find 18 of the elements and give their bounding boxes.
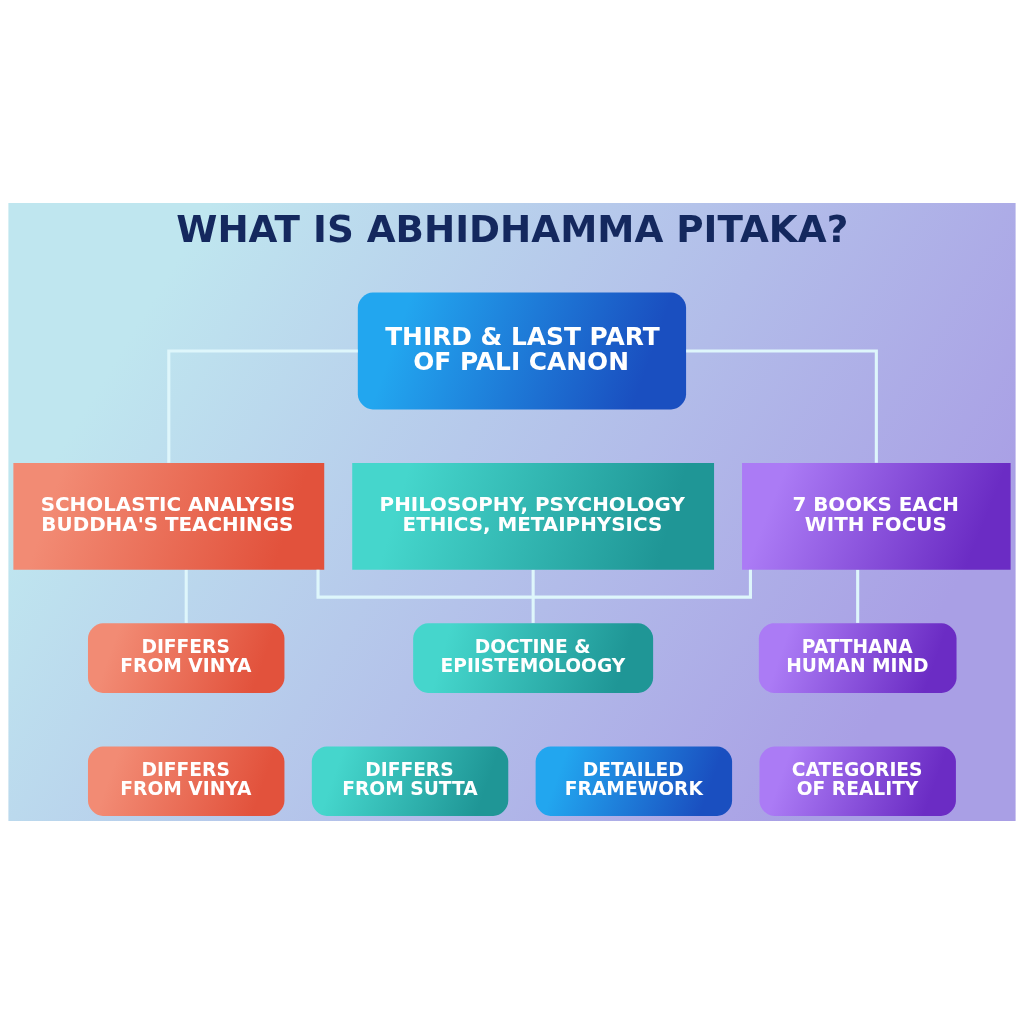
node-box: DOCTINE & EPIISTEMOLOOGY [413,623,654,693]
node-box: PATTHANA HUMAN MIND [758,623,957,693]
node-box: DIFFERS FROM VINYA [88,746,285,817]
connector [316,569,752,599]
node-box: PHILOSOPHY, PSYCHOLOGY ETHICS, METAIPHYSICS [352,462,715,570]
diagram-title: WHAT IS ABHIDHAMMA PITAKA? [176,206,849,251]
node-box: DIFFERS FROM VINYA [88,623,285,693]
connector [167,349,358,463]
connector [686,349,878,463]
node-box: SCHOLASTIC ANALYSIS BUDDHA'S TEACHINGS [13,462,325,570]
connector [531,569,535,623]
connector [184,569,188,623]
connector [856,569,860,623]
node-box: CATEGORIES OF REALITY [759,746,956,817]
node-box: DIFFERS FROM SUTTA [311,746,509,817]
node-box: THIRD & LAST PART OF PALI CANON [357,292,687,410]
node-box: 7 BOOKS EACH WITH FOCUS [742,462,1011,570]
node-box: DETAILED FRAMEWORK [535,746,733,817]
